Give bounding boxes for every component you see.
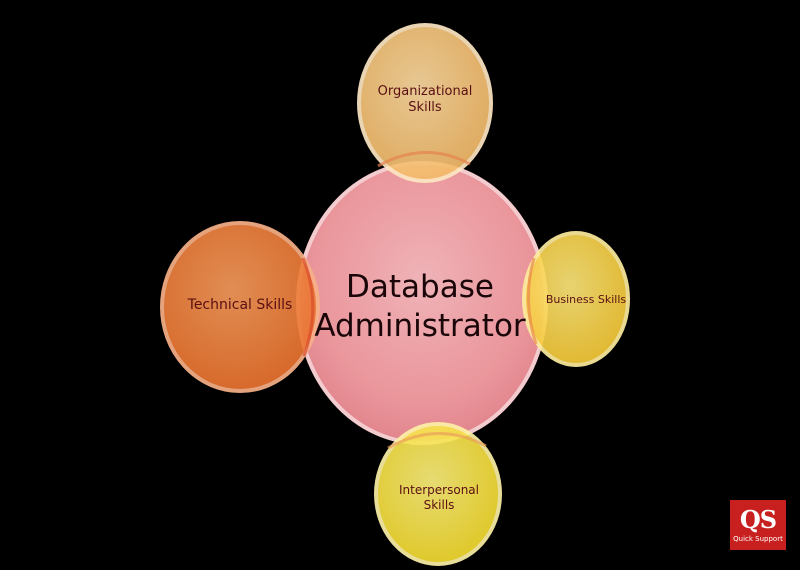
organizational-circle (357, 23, 493, 183)
center-label-line2: Administrator (314, 308, 526, 344)
overlap-arc-top (377, 151, 471, 168)
organizational-skills-label: Organizational Skills (370, 70, 480, 130)
interpersonal-circle (374, 422, 502, 566)
technical-label-line1: Technical Skills (187, 297, 293, 314)
logo-text: Quick Support (733, 534, 783, 543)
business-circle (522, 231, 630, 367)
organizational-label-line1: Organizational (377, 83, 473, 99)
quick-support-logo: QS Quick Support (730, 500, 786, 550)
center-label-line1: Database (346, 269, 494, 306)
business-skills-label: Business Skills (536, 286, 636, 314)
interpersonal-label-line1: Interpersonal (399, 483, 479, 497)
business-label-line1: Business Skills (545, 293, 627, 307)
interpersonal-label-line2: Skills (423, 498, 455, 512)
logo-mark: QS (739, 504, 777, 534)
overlap-arc-bottom (387, 432, 487, 450)
overlap-arc-right (527, 257, 538, 345)
center-label: Database Administrator (300, 262, 540, 352)
interpersonal-skills-label: Interpersonal Skills (384, 472, 494, 524)
organizational-label-line2: Skills (408, 100, 442, 115)
technical-circle (160, 221, 320, 393)
overlap-arc-left (301, 257, 315, 357)
technical-skills-label: Technical Skills (170, 290, 310, 322)
